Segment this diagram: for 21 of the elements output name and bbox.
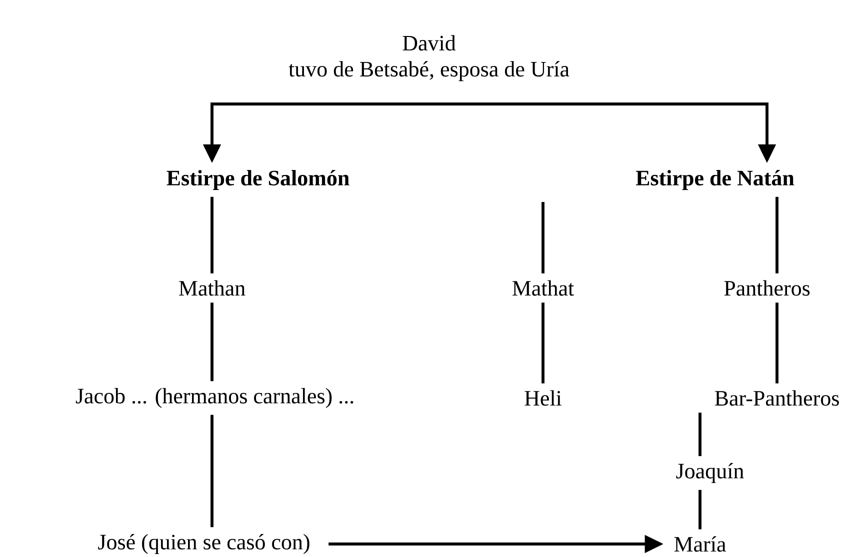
connector-line <box>542 202 544 274</box>
connector-line <box>210 414 214 528</box>
name-label: Mathan <box>179 280 246 296</box>
lineage-heading: Estirpe de Salomón <box>166 170 350 190</box>
name-label: Mathat <box>512 280 574 296</box>
name-label: Jacob ... (hermanos carnales) ... <box>76 388 354 408</box>
ancestor-label: David tuvo de Betsabé, esposa de Uría <box>288 35 570 82</box>
connector-line <box>698 490 702 530</box>
name-label: Pantheros <box>724 280 810 296</box>
connector-line <box>210 196 214 274</box>
name-label: Bar-Pantheros <box>714 390 839 406</box>
connector-line <box>210 302 214 382</box>
connector-line <box>542 302 544 384</box>
name-label: Joaquín <box>676 463 744 483</box>
name-label: José (quien se casó con) <box>98 534 310 554</box>
lineage-heading: Estirpe de Natán <box>636 170 794 190</box>
name-label: María <box>674 536 726 552</box>
connector-line <box>698 412 702 456</box>
connector-line <box>776 302 778 384</box>
name-label: Heli <box>524 390 562 406</box>
connector-line <box>776 196 778 274</box>
